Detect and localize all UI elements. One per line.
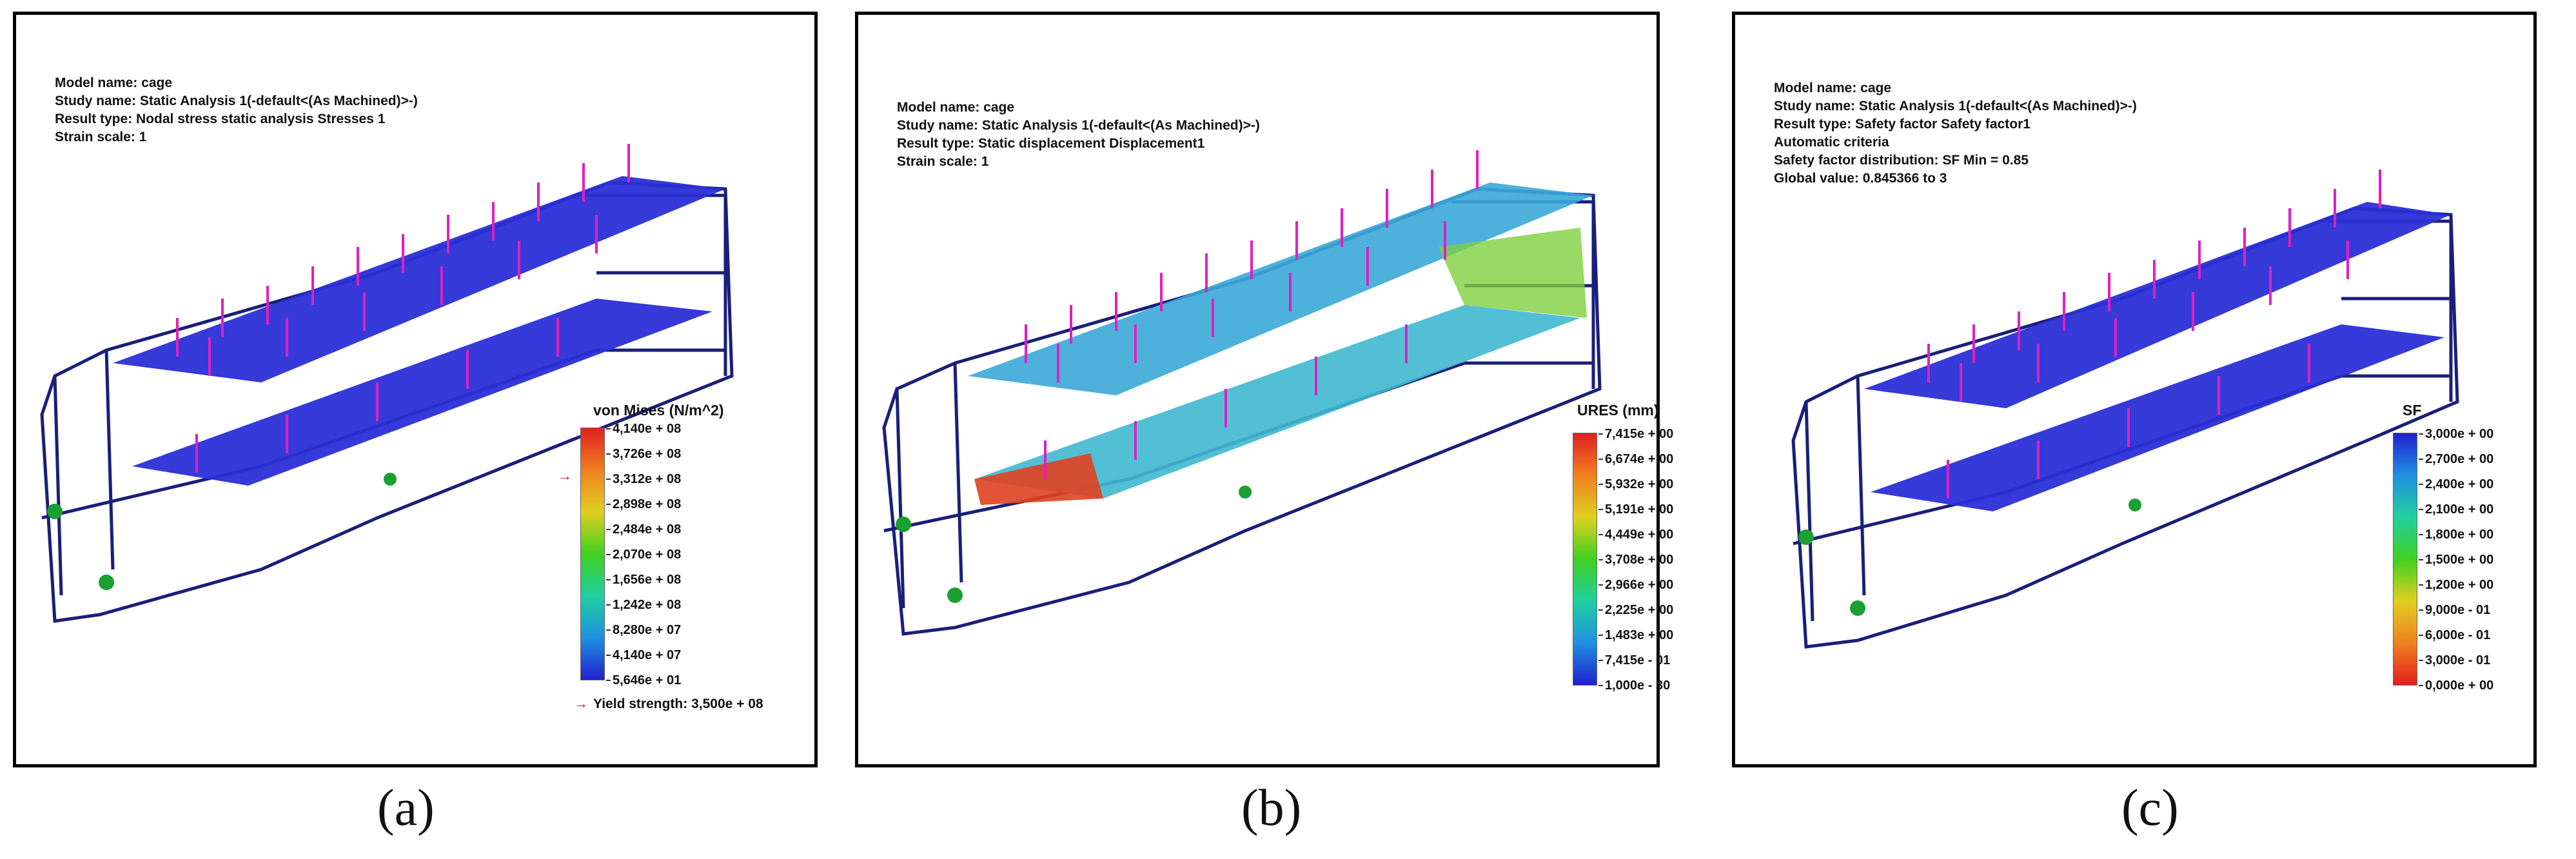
- legend-title: von Mises (N/m^2): [593, 402, 724, 419]
- info-line: Result type: Static displacement Displac…: [897, 136, 1205, 151]
- legend-tick: 2,484e + 08: [605, 522, 682, 537]
- legend-tick: 2,400e + 00: [2418, 477, 2494, 491]
- legend-tick: 7,415e - 01: [1598, 653, 1671, 667]
- legend-tick: 3,000e - 01: [2418, 653, 2491, 667]
- legend-tick: 1,500e + 00: [2418, 553, 2494, 567]
- legend-tick: 5,191e + 00: [1598, 502, 1674, 517]
- legend-tick: 9,000e - 01: [2418, 603, 2491, 617]
- color-scale-bar: [1573, 433, 1597, 686]
- yield-strength-value: Yield strength: 3,500e + 08: [593, 696, 763, 711]
- info-line: Result type: Safety factor Safety factor…: [1774, 117, 2030, 132]
- info-line: Global value: 0.845366 to 3: [1774, 171, 1947, 186]
- info-line: Strain scale: 1: [897, 154, 989, 169]
- legend-tick: 6,000e - 01: [2418, 628, 2491, 642]
- info-line: Automatic criteria: [1774, 135, 1889, 150]
- safety-factor-result-panel: Model name: cage Study name: Static Anal…: [1732, 12, 2537, 767]
- legend-tick: 3,312e + 08: [605, 472, 682, 486]
- bus-cage-model-displacement: [882, 150, 1602, 636]
- legend-tick: 2,070e + 08: [605, 548, 682, 562]
- legend-tick: 0,000e + 00: [2418, 678, 2494, 693]
- legend-tick: 1,656e + 08: [605, 573, 682, 587]
- caption-b: (b): [1241, 780, 1302, 836]
- legend-tick: 5,646e + 01: [605, 673, 682, 687]
- info-line: Model name: cage: [55, 75, 173, 90]
- legend-tick: 3,708e + 00: [1598, 553, 1674, 567]
- legend-title: SF: [2403, 402, 2422, 419]
- legend-tick: 1,483e + 00: [1598, 628, 1674, 642]
- legend-tick: 4,140e + 07: [605, 648, 682, 662]
- study-info: Model name: cage Study name: Static Anal…: [55, 74, 418, 146]
- info-line: Result type: Nodal stress static analysi…: [55, 112, 386, 126]
- yield-marker-arrow: →: [558, 468, 572, 484]
- legend-tick: 5,932e + 00: [1598, 477, 1674, 491]
- study-info: Model name: cage Study name: Static Anal…: [897, 99, 1260, 171]
- info-line: Safety factor distribution: SF Min = 0.8…: [1774, 153, 2029, 168]
- legend-tick: 2,966e + 00: [1598, 578, 1674, 592]
- info-line: Model name: cage: [1774, 81, 1892, 95]
- legend-tick: 1,800e + 00: [2418, 528, 2494, 542]
- legend-tick: 2,898e + 08: [605, 497, 682, 511]
- info-line: Strain scale: 1: [55, 130, 147, 144]
- legend-title: URES (mm): [1577, 402, 1659, 419]
- bus-cage-model-stress: [40, 144, 734, 623]
- displacement-result-panel: Model name: cage Study name: Static Anal…: [855, 12, 1673, 767]
- legend-tick: 2,100e + 00: [2418, 502, 2494, 517]
- info-line: Study name: Static Analysis 1(-default<(…: [1774, 99, 2137, 114]
- color-scale-bar: [580, 428, 605, 680]
- bus-cage-model-safety-factor: [1791, 170, 2459, 649]
- info-line: Study name: Static Analysis 1(-default<(…: [897, 118, 1260, 133]
- yield-strength-label: → Yield strength: 3,500e + 08: [574, 695, 763, 712]
- legend-tick: 4,140e + 08: [605, 422, 682, 436]
- legend-tick: 1,242e + 08: [605, 598, 682, 612]
- legend-tick: 8,280e + 07: [605, 623, 682, 637]
- study-info: Model name: cage Study name: Static Anal…: [1774, 79, 2137, 188]
- color-scale-bar: [2393, 433, 2417, 686]
- stress-result-panel: Model name: cage Study name: Static Anal…: [13, 12, 818, 767]
- caption-c: (c): [2121, 780, 2179, 836]
- legend-tick: 2,700e + 00: [2418, 452, 2494, 466]
- legend-tick: 1,200e + 00: [2418, 578, 2494, 592]
- info-line: Study name: Static Analysis 1(-default<(…: [55, 94, 418, 108]
- legend-tick: 3,000e + 00: [2418, 427, 2494, 441]
- info-line: Model name: cage: [897, 100, 1015, 115]
- arrow-right-icon: →: [574, 695, 588, 711]
- legend-tick: 3,726e + 08: [605, 447, 682, 461]
- legend-tick: 4,449e + 00: [1598, 528, 1674, 542]
- legend-tick: 1,000e - 30: [1598, 678, 1671, 693]
- legend-tick: 7,415e + 00: [1598, 427, 1674, 441]
- legend-tick: 6,674e + 00: [1598, 452, 1674, 466]
- legend-tick: 2,225e + 00: [1598, 603, 1674, 617]
- caption-a: (a): [377, 780, 435, 836]
